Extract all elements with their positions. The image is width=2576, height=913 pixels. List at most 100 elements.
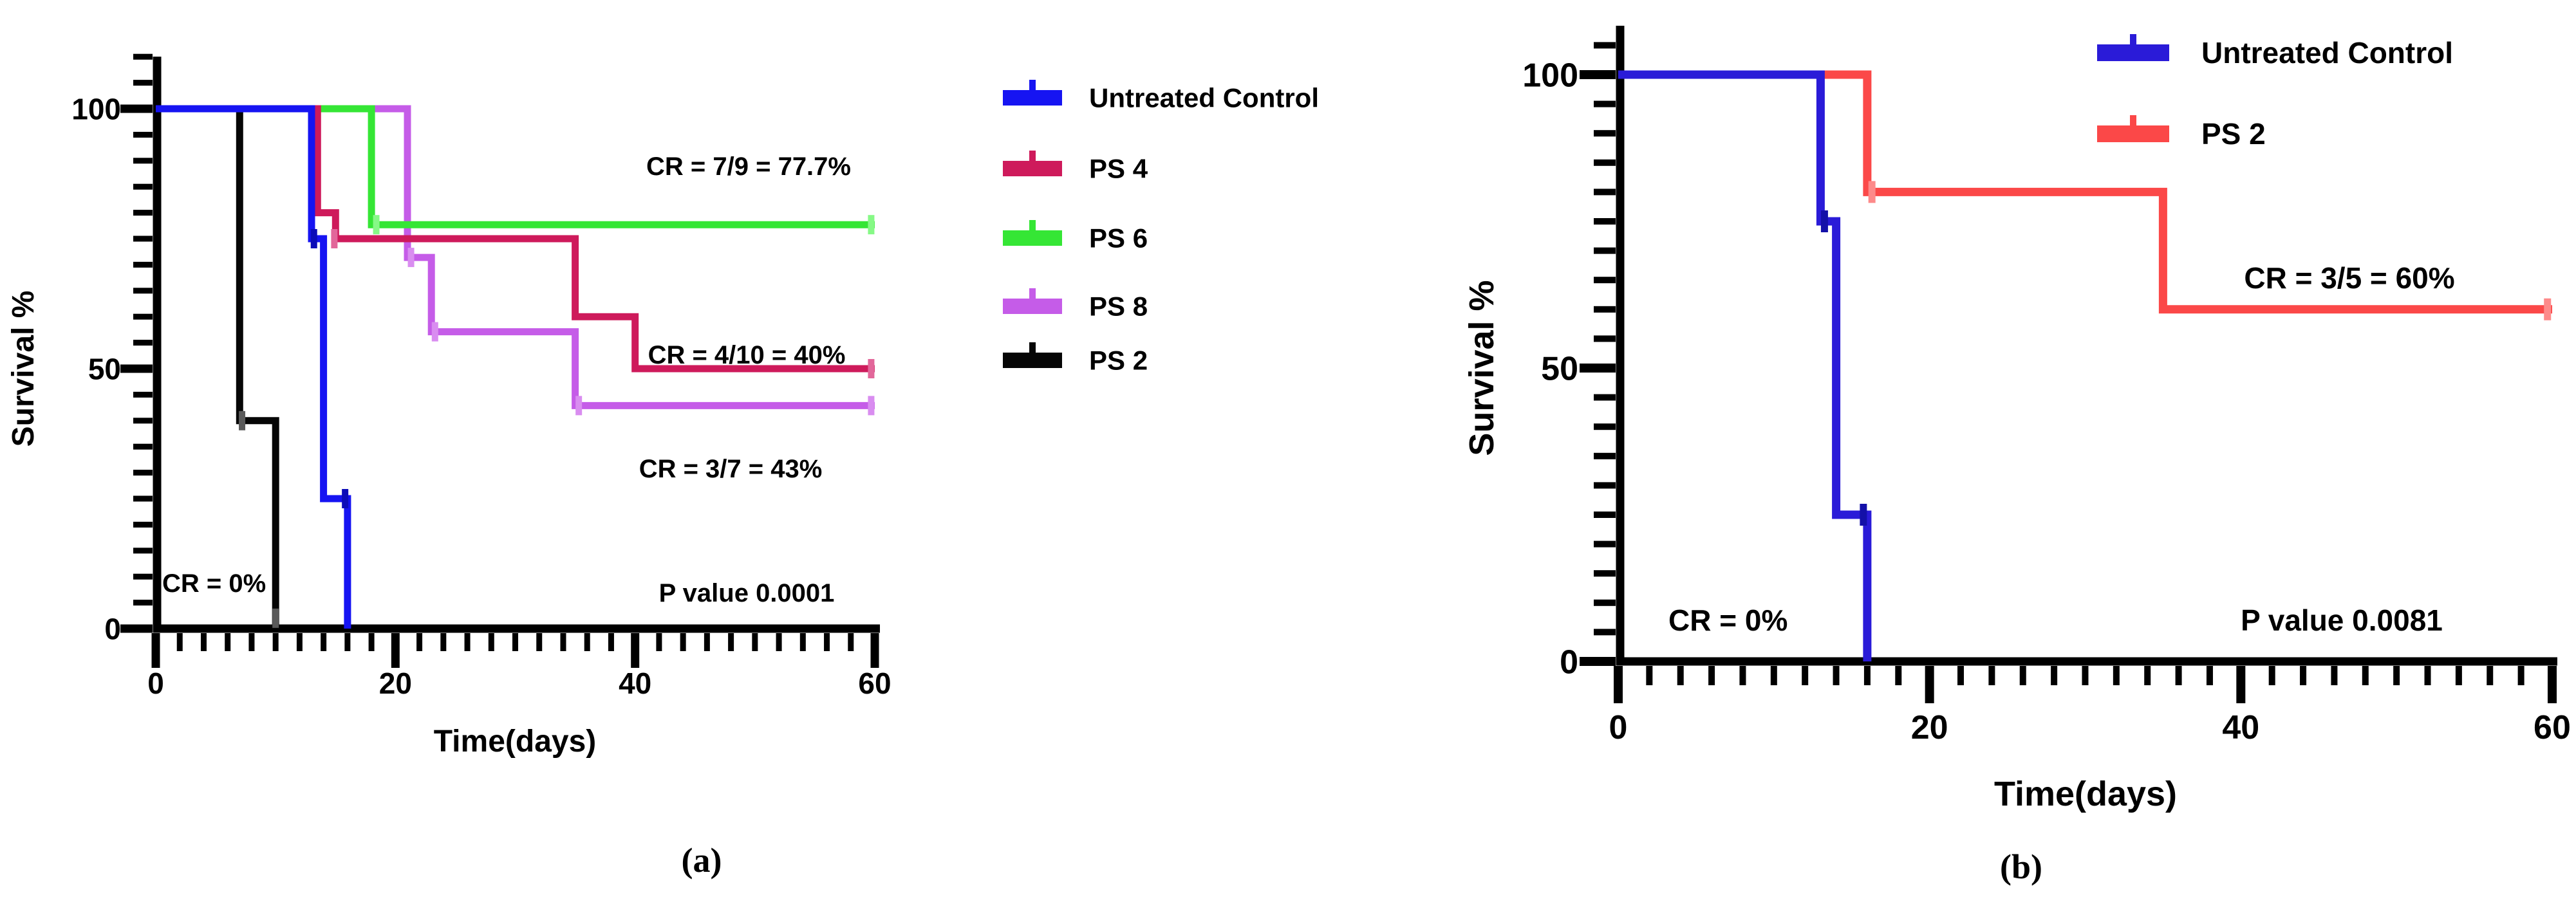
- series-ps-2-censor-tick: [2544, 298, 2552, 320]
- panel-b-x-tick-24: [1988, 666, 1995, 685]
- panel-b-x-axis-title: Time(days): [1994, 775, 2177, 813]
- panel-a-y-tick-75: [133, 235, 153, 242]
- panel-a-x-tick-60: [870, 633, 879, 668]
- panel-b-y-tick-75: [1594, 218, 1616, 225]
- panel-b-y-tick-95: [1594, 100, 1616, 107]
- legend-label-ps-6: PS 6: [1089, 223, 1148, 254]
- panel-a-x-tick-54: [799, 633, 806, 651]
- panel-b-x-tick-58: [2517, 666, 2525, 685]
- panel-b-y-tick-label-0: 0: [1560, 644, 1578, 681]
- panel-b-annotation-2: P value 0.0081: [2241, 604, 2443, 637]
- panel-b-y-tick-55: [1594, 335, 1616, 342]
- legend-label-untreated-control: Untreated Control: [1089, 83, 1319, 113]
- series-ps-4-curve-a: [156, 105, 875, 373]
- panel-a-x-tick-24: [440, 633, 447, 651]
- panel-b-y-tick-15: [1594, 570, 1616, 577]
- panel-b-x-tick-4: [1677, 666, 1684, 685]
- panel-a-y-tick-50: [120, 364, 153, 373]
- legend-marker-ps-6: [1003, 230, 1062, 246]
- series-ps-8-censor-tick: [868, 396, 875, 416]
- panel-a-x-tick-4: [200, 633, 207, 651]
- panel-b-x-tick-50: [2393, 666, 2400, 685]
- panel-b-x-tick-56: [2487, 666, 2494, 685]
- panel-b-annotation-1: CR = 0%: [1668, 604, 1787, 637]
- series-untreated-control-censor-tick: [310, 229, 317, 248]
- panel-a-x-tick-20: [391, 633, 400, 668]
- panel-a-annotation-1: CR = 4/10 = 40%: [648, 341, 846, 369]
- panel-a-x-tick-label-40: 40: [619, 667, 651, 700]
- panel-a-x-axis: [153, 624, 881, 633]
- panel-a-x-tick-18: [368, 633, 375, 651]
- panel-a-y-tick-45: [133, 391, 153, 398]
- series-ps-8-curve-a: [156, 105, 875, 409]
- panel-b-x-tick-20: [1925, 666, 1934, 703]
- panel-a-x-tick-48: [728, 633, 734, 651]
- panel-b-y-tick-80: [1594, 189, 1616, 196]
- legend-marker-untreated-control: [2097, 44, 2169, 61]
- series-ps-2-curve-b: [1618, 70, 2552, 314]
- legend-label-ps-2: PS 2: [1089, 346, 1148, 376]
- panel-a-y-tick-35: [133, 443, 153, 450]
- series-ps-4-censor-tick: [868, 359, 875, 378]
- panel-a-annotation-0: CR = 7/9 = 77.7%: [646, 152, 851, 181]
- panel-b-x-tick-12: [1802, 666, 1809, 685]
- legend-marker-ps-2: [2097, 125, 2169, 142]
- panel-b-y-tick-35: [1594, 452, 1616, 459]
- panel-a-y-tick-80: [133, 210, 153, 216]
- panel-b-x-tick-46: [2331, 666, 2338, 685]
- panel-a-y-tick-25: [133, 495, 153, 502]
- series-ps-2-curve-a: [156, 105, 279, 629]
- series-ps-6-censor-tick: [373, 215, 380, 235]
- legend-label-ps-8: PS 8: [1089, 291, 1148, 322]
- panel-b-y-tick-70: [1594, 247, 1616, 254]
- panel-b-annotation-0: CR = 3/5 = 60%: [2244, 261, 2454, 295]
- panel-a-y-tick-0: [120, 624, 153, 633]
- panel-a-y-tick-70: [133, 261, 153, 268]
- panel-b-x-tick-30: [2082, 666, 2089, 685]
- legend-marker-tick-ps-6: [1029, 220, 1036, 237]
- panel-b-x-tick-8: [1739, 666, 1746, 685]
- legend-marker-tick-untreated-control: [2130, 34, 2136, 51]
- panel-b-x-tick-34: [2144, 666, 2151, 685]
- panel-b-x-tick-label-0: 0: [1609, 709, 1628, 746]
- panel-a-x-tick-26: [464, 633, 471, 651]
- panel-a-x-tick-44: [680, 633, 686, 651]
- panel-a-x-tick-36: [584, 633, 590, 651]
- legend-marker-untreated-control: [1003, 90, 1062, 106]
- panel-b-y-tick-5: [1594, 629, 1616, 636]
- panel-a-x-tick-42: [656, 633, 662, 651]
- panel-a-x-tick-28: [488, 633, 494, 651]
- series-untreated-control-curve-b: [1618, 70, 1872, 661]
- panel-b-y-tick-25: [1594, 512, 1616, 518]
- panel-a-x-tick-label-60: 60: [858, 667, 891, 700]
- panel-b-x-tick-0: [1614, 666, 1623, 703]
- series-ps-8-censor-tick: [407, 248, 415, 268]
- panel-a-x-axis-title: Time(days): [434, 724, 597, 759]
- panel-b-y-tick-label-100: 100: [1522, 57, 1578, 95]
- panel-a-y-tick-label-0: 0: [104, 613, 121, 646]
- panel-a-y-tick-label-100: 100: [71, 93, 121, 126]
- series-ps-2-censor-tick: [272, 608, 279, 628]
- panel-a-y-tick-100: [120, 104, 153, 113]
- panel-a-x-tick-14: [321, 633, 327, 651]
- panel-a-y-axis: [153, 57, 162, 633]
- legend-marker-ps-2: [1003, 353, 1062, 368]
- panel-a-x-tick-22: [416, 633, 423, 651]
- panel-a-x-tick-8: [248, 633, 255, 651]
- panel-b-x-tick-28: [2051, 666, 2058, 685]
- panel-a-x-tick-10: [272, 633, 279, 651]
- panel-a-y-tick-55: [133, 340, 153, 346]
- legend-marker-tick-untreated-control: [1029, 80, 1036, 97]
- panel-b-y-tick-0: [1580, 657, 1616, 666]
- panel-b-x-tick-48: [2362, 666, 2369, 685]
- panel-a-sublabel: (a): [681, 841, 722, 880]
- panel-a-y-tick-105: [133, 80, 153, 86]
- panel-a-x-tick-label-0: 0: [147, 667, 164, 700]
- panel-a-x-tick-label-20: 20: [379, 667, 412, 700]
- series-untreated-control-censor-tick: [1820, 210, 1828, 232]
- legend-label-ps-4: PS 4: [1089, 154, 1148, 184]
- legend-marker-tick-ps-8: [1029, 288, 1036, 305]
